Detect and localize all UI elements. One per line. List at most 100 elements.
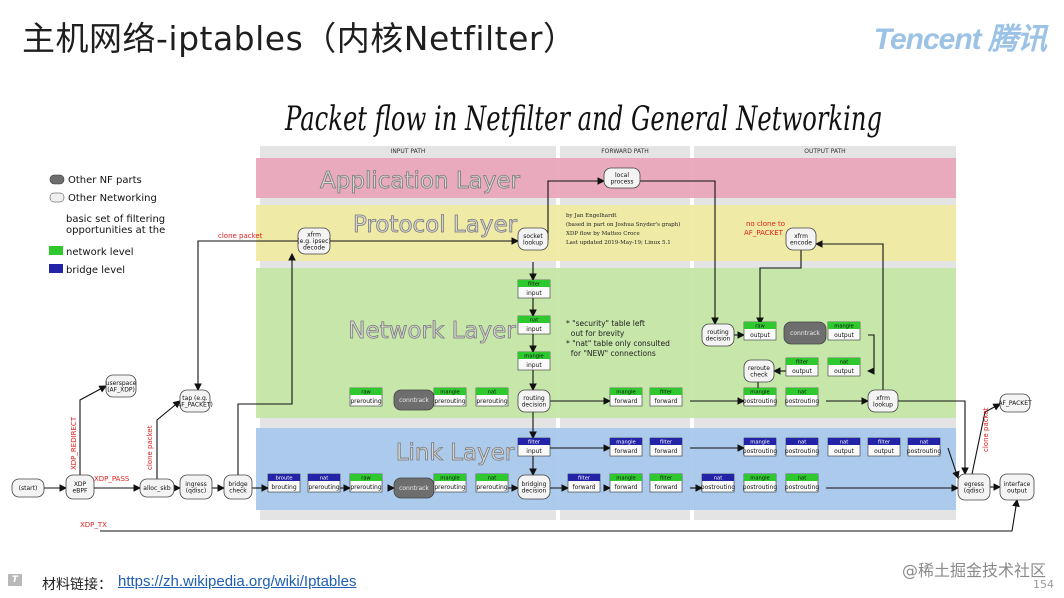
node-xfrm-decode: xfrm(e.g. ipsec)decode: [297, 227, 331, 255]
node-label: check: [229, 487, 247, 494]
footer-label: 材料链接：: [42, 577, 112, 593]
chain-table: mangle: [616, 440, 635, 446]
node-label: conntrack: [399, 397, 429, 404]
chain-hook: postrouting: [907, 448, 942, 455]
chain-table: nat: [840, 440, 849, 446]
tencent-logo: Tencent 腾讯: [873, 23, 1047, 56]
node-label: check: [750, 371, 768, 378]
chain-table: mangle: [440, 476, 459, 482]
node-label: (AF_XDP): [107, 386, 135, 393]
chain-table: nat: [488, 476, 497, 482]
chain-table: broute: [276, 476, 293, 482]
chain-table: nat: [920, 440, 929, 446]
node-label: socket: [523, 233, 543, 240]
node-label: (qdisc): [964, 487, 984, 494]
legend-basic-2: opportunities at the: [66, 225, 165, 236]
node-label: (qdisc): [186, 487, 206, 494]
node-ingress: ingress(qdisc): [179, 474, 213, 500]
node-label: xfrm: [876, 395, 890, 402]
node-label: userspace: [106, 380, 137, 387]
node-conntrack-out: conntrack: [783, 321, 827, 345]
chain-nat-postrouting-link: nat postrouting: [785, 437, 820, 457]
chain-table: mangle: [440, 390, 459, 396]
node-label: interface: [1004, 481, 1031, 488]
svg-text:XDP flow by Matteo Croce: XDP flow by Matteo Croce: [566, 231, 640, 237]
node-label: eBPF: [73, 487, 88, 494]
chain-hook: brouting: [271, 484, 296, 491]
node-label: output: [1007, 487, 1027, 494]
chain-hook: forward: [572, 484, 595, 491]
node-label: decision: [522, 401, 547, 408]
wikipedia-iptables-link[interactable]: https://zh.wikipedia.org/wiki/Iptables: [118, 573, 357, 590]
svg-text:for "NEW" connections: for "NEW" connections: [566, 349, 656, 358]
svg-text:(based in part on Joshua Snyde: (based in part on Joshua Snyder's graph): [566, 221, 680, 228]
chain-hook: output: [834, 368, 854, 375]
chain-raw-output: raw output: [743, 321, 777, 341]
svg-text:out for brevity: out for brevity: [566, 329, 625, 338]
af-packet-label: AF_PACKET: [744, 229, 784, 237]
legend-bridge-level: bridge level: [66, 265, 125, 276]
chain-hook: output: [750, 332, 770, 339]
flow-arrow: [866, 334, 875, 375]
legend: Other NF parts Other Networking basic se…: [49, 174, 165, 276]
chain-hook: prerouting: [308, 484, 339, 491]
flow-arrow: [547, 177, 606, 240]
node-label: (e.g. ipsec): [297, 238, 331, 245]
chain-hook: input: [526, 448, 542, 455]
chain-hook: input: [526, 290, 542, 297]
node-egress: egress(qdisc): [957, 473, 991, 501]
chain-table: mangle: [616, 390, 635, 396]
node-label: decision: [522, 487, 547, 494]
node-label: tap (e.g.: [182, 395, 207, 402]
chain-table: raw: [755, 324, 765, 330]
chain-table: raw: [361, 476, 371, 482]
chain-hook: prerouting: [434, 484, 465, 491]
node-start: (start): [11, 478, 45, 498]
chain-table: nat: [798, 440, 807, 446]
chain-hook: postrouting: [743, 484, 778, 491]
node-label: ingress: [185, 481, 207, 488]
clone-packet-right-label: clone packet: [982, 407, 990, 452]
node-label: (start): [19, 485, 38, 492]
chain-table: raw: [361, 390, 371, 396]
chain-table: nat: [840, 360, 849, 366]
chain-hook: forward: [654, 448, 677, 455]
chain-hook: output: [874, 448, 894, 455]
legend-network-level: network level: [66, 247, 134, 258]
flow-arrow: [100, 498, 1020, 532]
node-label: XDP: [74, 481, 87, 488]
chain-hook: forward: [614, 484, 637, 491]
node-label: lookup: [523, 239, 543, 246]
chain-table: filter: [578, 476, 591, 482]
chain-hook: postrouting: [785, 448, 820, 455]
network-layer-label: Network Layer: [348, 318, 516, 344]
node-label: alloc_skb: [143, 485, 171, 492]
node-label: bridge: [228, 481, 248, 488]
